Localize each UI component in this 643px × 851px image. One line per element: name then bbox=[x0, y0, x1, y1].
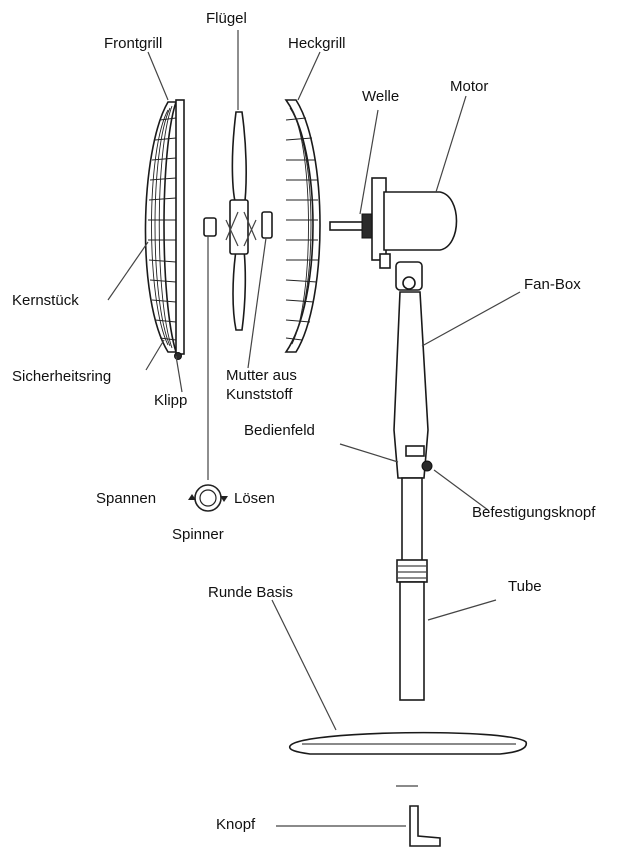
fan-box bbox=[393, 261, 433, 479]
leader-lines bbox=[107, 30, 521, 827]
label-fanbox: Fan-Box bbox=[524, 276, 581, 293]
label-kernstueck: Kernstück bbox=[12, 292, 79, 309]
label-heckgrill: Heckgrill bbox=[288, 35, 346, 52]
label-befestigungsknopf: Befestigungsknopf bbox=[472, 504, 596, 521]
knob-part bbox=[396, 785, 441, 847]
label-motor: Motor bbox=[450, 78, 489, 95]
label-loesen: Lösen bbox=[234, 490, 275, 507]
label-spinner: Spinner bbox=[172, 526, 224, 543]
motor-housing bbox=[329, 177, 458, 269]
label-klipp: Klipp bbox=[154, 392, 188, 409]
label-runde-basis: Runde Basis bbox=[208, 584, 294, 601]
label-welle: Welle bbox=[362, 88, 400, 105]
label-knopf: Knopf bbox=[216, 816, 256, 833]
label-bedienfeld: Bedienfeld bbox=[244, 422, 315, 439]
label-mutter-line1: Mutter aus bbox=[226, 367, 297, 384]
round-base bbox=[288, 731, 528, 755]
plastic-nut bbox=[261, 211, 273, 239]
front-grill bbox=[144, 99, 185, 360]
label-mutter-line2: Kunststoff bbox=[226, 386, 293, 403]
label-sicherheitsring: Sicherheitsring bbox=[12, 368, 112, 385]
rear-grill bbox=[284, 99, 321, 353]
spinner-rotation-icon bbox=[188, 484, 228, 512]
spinner-cap bbox=[203, 217, 217, 480]
label-tube: Tube bbox=[508, 578, 542, 595]
label-frontgrill: Frontgrill bbox=[104, 35, 163, 52]
fan-blade bbox=[225, 111, 257, 331]
tube bbox=[396, 477, 428, 701]
label-fluegel: Flügel bbox=[206, 10, 247, 27]
label-spannen: Spannen bbox=[96, 490, 157, 507]
